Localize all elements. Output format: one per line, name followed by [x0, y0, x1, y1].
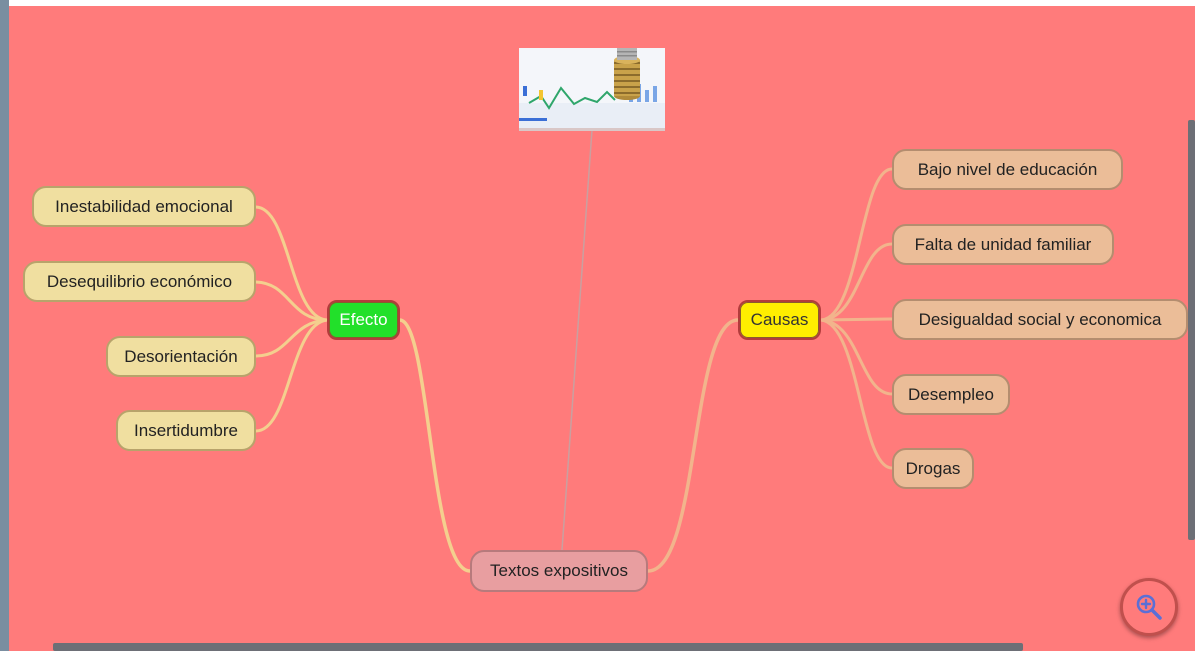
node-label: Falta de unidad familiar	[914, 234, 1092, 254]
node-label: Inestabilidad emocional	[55, 196, 233, 216]
right-child-connector	[820, 317, 893, 322]
right-child-connector	[820, 318, 893, 470]
left-child-connector	[255, 318, 328, 433]
effect-item-desequilibrio[interactable]: Desequilibrio económico	[23, 261, 256, 302]
finance-chart-coins-image	[519, 48, 665, 128]
branch-node-causas[interactable]: Causas	[738, 300, 821, 340]
root-node[interactable]: Textos expositivos	[470, 550, 648, 592]
image-node[interactable]	[519, 48, 665, 131]
top-strip	[0, 0, 1195, 6]
effect-item-desorientacion[interactable]: Desorientación	[106, 336, 256, 377]
zoom-button[interactable]	[1120, 578, 1178, 636]
cause-item-desigualdad[interactable]: Desigualdad social y economica	[892, 299, 1188, 340]
horizontal-scrollbar[interactable]	[53, 643, 1023, 651]
node-label: Drogas	[905, 458, 961, 478]
zoom-in-icon	[1136, 594, 1162, 620]
cause-item-falta-unidad[interactable]: Falta de unidad familiar	[892, 224, 1114, 265]
vertical-scrollbar[interactable]	[1188, 120, 1195, 540]
node-label: Textos expositivos	[490, 561, 628, 580]
efecto-connector	[399, 318, 471, 573]
left-child-connector	[255, 280, 328, 322]
left-border	[0, 0, 9, 651]
left-child-connector	[255, 205, 328, 322]
effect-item-inestabilidad[interactable]: Inestabilidad emocional	[32, 186, 256, 227]
node-label: Desorientación	[124, 346, 238, 366]
cause-item-desempleo[interactable]: Desempleo	[892, 374, 1010, 415]
right-child-connector	[820, 318, 893, 396]
node-label: Desequilibrio económico	[46, 271, 233, 291]
right-child-connector	[820, 242, 893, 322]
right-child-connector	[820, 167, 893, 322]
node-label: Desempleo	[908, 384, 994, 404]
node-label: Insertidumbre	[134, 420, 238, 440]
effect-item-insertidumbre[interactable]: Insertidumbre	[116, 410, 256, 451]
branch-node-efecto[interactable]: Efecto	[327, 300, 400, 340]
node-label: Efecto	[339, 310, 388, 329]
cause-item-drogas[interactable]: Drogas	[892, 448, 974, 489]
left-child-connector	[255, 318, 328, 358]
node-label: Bajo nivel de educación	[917, 159, 1098, 179]
node-label: Causas	[750, 310, 809, 329]
cause-item-bajo-nivel[interactable]: Bajo nivel de educación	[892, 149, 1123, 190]
node-label: Desigualdad social y economica	[918, 309, 1162, 329]
image-connector	[561, 129, 593, 551]
causas-connector	[647, 318, 739, 573]
